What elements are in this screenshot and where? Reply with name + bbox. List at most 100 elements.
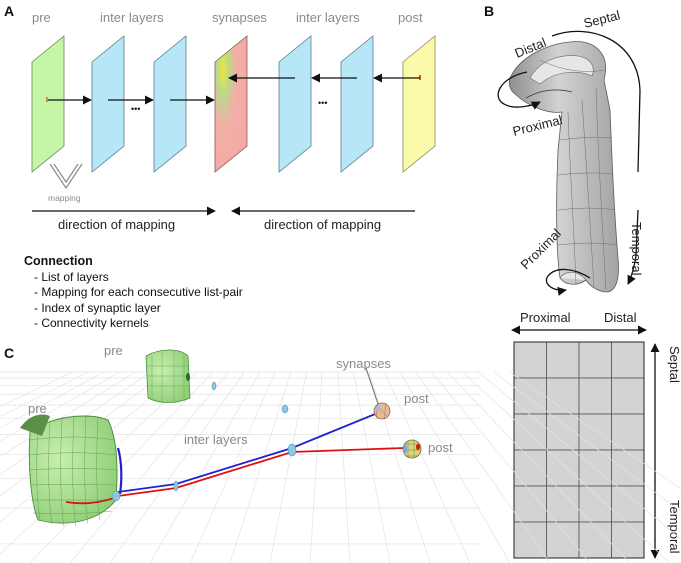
ellipsis-right: ••• xyxy=(318,98,327,108)
red-path xyxy=(65,447,412,505)
grid-cell xyxy=(578,521,612,559)
connection-item-1: List of layers xyxy=(34,270,243,286)
connection-description: Connection List of layers Mapping for ea… xyxy=(24,254,243,332)
synapses-layer-sheet xyxy=(214,35,248,173)
grid-cell xyxy=(578,341,612,379)
floor-grid-line xyxy=(353,371,391,563)
inter-layer-sheet-1 xyxy=(91,35,125,173)
temporal-arrow xyxy=(627,209,639,285)
connection-item-2: Mapping for each consecutive list-pair xyxy=(34,285,242,301)
proximal-bottom-arrow xyxy=(545,268,591,296)
grid-cell xyxy=(578,485,612,523)
synapses-sphere xyxy=(373,402,391,420)
floor-grid-line xyxy=(509,371,681,490)
synapses-label: synapses xyxy=(336,356,391,371)
unfolded-grid xyxy=(513,341,645,559)
mapping-chevron-inner xyxy=(53,163,79,184)
direction-label-right: direction of mapping xyxy=(264,217,381,232)
grid-border xyxy=(513,341,645,559)
connection-item-3: Index of synaptic layer xyxy=(34,301,243,317)
ellipsis-left: ••• xyxy=(131,104,140,114)
layer-label-post: post xyxy=(398,10,423,25)
floor-grid-line xyxy=(189,371,276,563)
grid-septal-label: Septal xyxy=(667,346,681,383)
pre-label-top: pre xyxy=(104,343,123,358)
grid-cell xyxy=(578,449,612,487)
grid-cell xyxy=(513,449,547,487)
blue-path xyxy=(117,409,387,493)
inter-layers-label: inter layers xyxy=(184,432,248,447)
floor-grid-line xyxy=(399,371,511,563)
post-layer-sheet xyxy=(402,35,436,173)
grid-cell xyxy=(611,377,645,415)
layer-label-inter-right: inter layers xyxy=(296,10,360,25)
grid-cell xyxy=(611,341,645,379)
temporal-label: Temporal xyxy=(629,222,644,276)
floor-grid-line xyxy=(0,371,89,417)
grid-cell xyxy=(578,377,612,415)
inter-layer-sheet-2 xyxy=(153,35,187,173)
connection-list: List of layers Mapping for each consecut… xyxy=(24,270,243,332)
grid-cell xyxy=(611,521,645,559)
septal-label: Septal xyxy=(582,7,622,30)
floor-grid-line xyxy=(431,371,591,563)
floor-grid-line xyxy=(446,371,631,563)
floor-grid-line xyxy=(69,371,229,563)
grid-cell xyxy=(513,341,547,379)
grid-distal-label: Distal xyxy=(604,310,637,325)
floor-grid-line xyxy=(0,371,105,429)
floor-grid-line xyxy=(269,371,307,563)
inter-layer-sheet-4 xyxy=(340,35,374,173)
proximal-top-label: Proximal xyxy=(511,112,564,139)
pre-sheet-large xyxy=(20,414,123,527)
grid-proximal-label: Proximal xyxy=(520,310,571,325)
mapping-label: mapping xyxy=(48,193,81,203)
pre-label-left: pre xyxy=(28,401,47,416)
grid-cell xyxy=(578,413,612,451)
grid-cell xyxy=(546,413,580,451)
floor-grid-line xyxy=(0,371,151,475)
layer-label-pre: pre xyxy=(32,10,51,25)
distal-proximal-top-arrow xyxy=(497,71,541,110)
proximal-bottom-label: Proximal xyxy=(518,226,564,272)
inter-disk-3 xyxy=(287,443,297,457)
floor-grid-line xyxy=(493,371,681,513)
direction-label-left: direction of mapping xyxy=(58,217,175,232)
grid-cell xyxy=(546,521,580,559)
floor-grid-line xyxy=(462,371,671,563)
inter-disk-1 xyxy=(211,381,217,391)
grid-cell xyxy=(513,377,547,415)
grid-temporal-label: Temporal xyxy=(667,500,681,554)
inter-disk-4 xyxy=(173,480,179,492)
floor-grid-line xyxy=(149,371,261,563)
layer-label-synapses: synapses xyxy=(212,10,267,25)
floor-grid-line xyxy=(229,371,292,563)
post-label-top: post xyxy=(404,391,429,406)
grid-cell xyxy=(546,341,580,379)
grid-cell xyxy=(513,521,547,559)
floor-grid-line xyxy=(415,371,551,563)
panel-b-label: B xyxy=(484,3,494,19)
floor-grid-line xyxy=(337,371,351,563)
post-label-bottom: post xyxy=(428,440,453,455)
connection-item-4: Connectivity kernels xyxy=(34,316,243,332)
panel-a-label: A xyxy=(4,3,14,19)
post-sphere-bottom xyxy=(402,439,422,459)
floor-grid-line xyxy=(384,371,471,563)
inter-disk-2 xyxy=(281,404,289,414)
floor-grid-line xyxy=(0,371,73,407)
panel-c-label: C xyxy=(4,345,14,361)
pre-source-marker xyxy=(46,97,48,102)
connection-title: Connection xyxy=(24,254,93,268)
floor-grid-line xyxy=(109,371,245,563)
floor-grid-line xyxy=(0,371,120,442)
floor-grid-line xyxy=(0,371,136,457)
mapping-chevron-outer xyxy=(49,163,83,190)
grid-cell xyxy=(611,485,645,523)
synapses-pointer xyxy=(365,367,379,405)
layer-label-inter-left: inter layers xyxy=(100,10,164,25)
pre-sheet-small xyxy=(145,349,191,403)
inter-layer-sheet-3 xyxy=(278,35,312,173)
pre-layer-sheet xyxy=(31,35,65,173)
